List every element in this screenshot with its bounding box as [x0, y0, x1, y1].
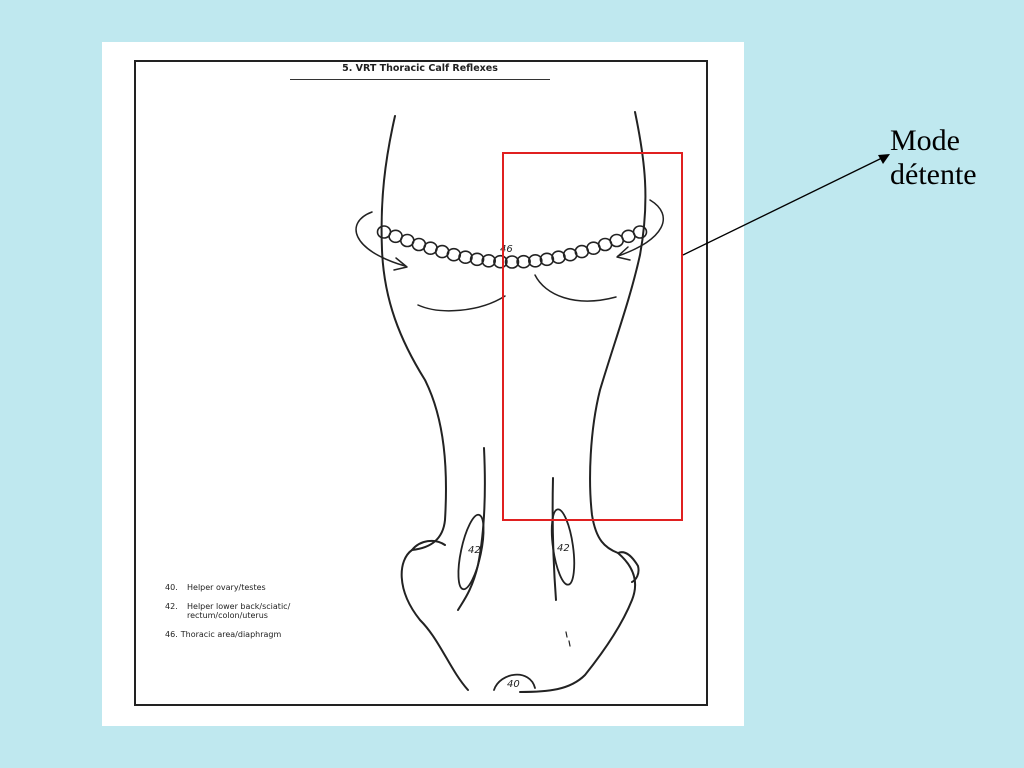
legend-item-42: 42. Helper lower back/sciatic/ rectum/co… — [165, 602, 291, 620]
reflex-bead — [504, 255, 520, 269]
label-42-left: 42 — [468, 545, 481, 556]
reflex-bead — [632, 225, 648, 239]
legend: 40. Helper ovary/testes 42. Helper lower… — [165, 583, 365, 649]
reflex-bead — [481, 253, 497, 268]
diagram-frame — [134, 60, 708, 706]
left-rotation-arrow — [355, 211, 406, 267]
legend-item-40: 40. Helper ovary/testes — [165, 583, 266, 592]
reflex-bead — [516, 254, 531, 269]
right-rotation-arrow — [617, 199, 665, 257]
relaxation-mode-highlight — [502, 152, 683, 521]
reflex-bead — [446, 247, 462, 262]
callout-arrowhead — [878, 154, 890, 164]
callout-label: Mode détente — [890, 124, 977, 192]
callout-label-line2: détente — [890, 158, 977, 191]
foot-contour-right — [617, 551, 640, 583]
label-40: 40 — [507, 679, 520, 690]
thoracic-reflex-chain — [376, 225, 648, 269]
inner-leg-line-right — [551, 477, 557, 601]
reflex-bead — [527, 253, 543, 268]
right-reflex-42-zone — [550, 508, 576, 586]
reflex-bead — [493, 254, 508, 269]
right-knee-curve — [534, 274, 617, 302]
label-42-right: 42 — [557, 543, 570, 554]
diagram-page — [102, 42, 744, 726]
callout-label-line1: Mode — [890, 124, 960, 157]
ovary-40-zone — [493, 673, 536, 691]
left-knee-curve — [417, 295, 506, 312]
title-underline — [290, 79, 550, 80]
right-leg-outline — [519, 111, 647, 693]
left-leg-outline — [380, 115, 469, 691]
reflex-bead — [539, 252, 555, 267]
reflex-bead — [551, 250, 566, 265]
foot-contour — [411, 539, 446, 551]
diagram-title: 5. VRT Thoracic Calf Reflexes — [342, 63, 498, 74]
legend-item-46: 46. Thoracic area/diaphragm — [165, 630, 282, 639]
left-reflex-42-zone — [457, 513, 485, 591]
reflex-bead — [469, 252, 485, 267]
callout-arrow-line — [682, 156, 885, 256]
inner-leg-line — [457, 447, 486, 611]
reflex-bead — [458, 250, 473, 265]
label-46: 46 — [500, 244, 513, 255]
